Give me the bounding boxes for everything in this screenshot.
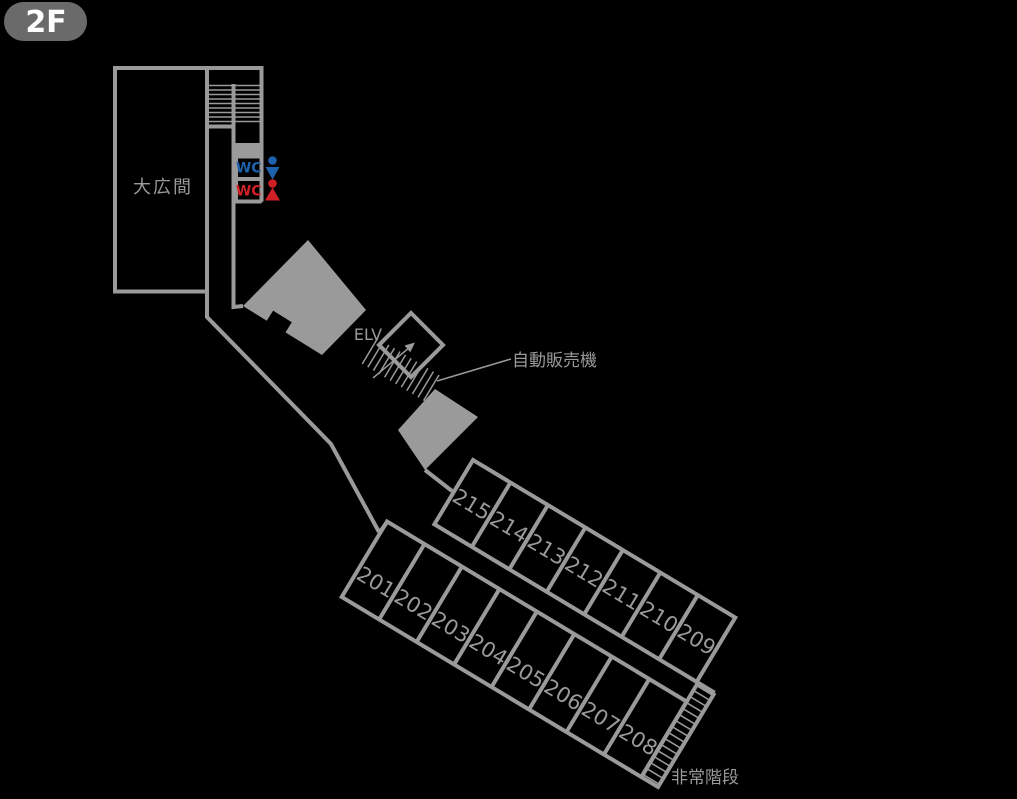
- central-cluster: ELV 自動販売機: [243, 240, 597, 493]
- wc-women-box: [235, 178, 263, 203]
- corridor-right-wall: [231, 84, 244, 310]
- female-icon: [265, 179, 280, 201]
- vending-machine-block: [398, 389, 478, 470]
- vending-machine-leader-line: [436, 358, 512, 382]
- elevator-shaft: [376, 310, 446, 380]
- main-hall-label: 大広間: [133, 177, 193, 198]
- emergency-stairs-label: 非常階段: [671, 768, 739, 788]
- main-hall-outer-wall: [113, 66, 264, 293]
- upper-staircase-treads: [209, 84, 260, 123]
- emergency-staircase-treads: [642, 689, 711, 786]
- room-labels-top: 215 214 213 212 211 210 209: [448, 484, 719, 660]
- machine-room-block: [243, 240, 366, 355]
- restroom-area: WC WC: [234, 143, 280, 203]
- floor-badge: 2F: [4, 2, 87, 41]
- wc-men-label: WC: [236, 161, 262, 177]
- wc-women-label: WC: [236, 184, 262, 200]
- restroom-landing-fill: [234, 143, 262, 156]
- male-icon: [265, 156, 280, 180]
- elevator-label: ELV: [354, 325, 382, 344]
- stair-direction-arrow: [372, 342, 415, 379]
- vending-machine-label: 自動販売機: [512, 351, 597, 371]
- mid-staircase-treads: [361, 337, 440, 402]
- room-band-top: [431, 457, 739, 685]
- corridor-left-wall: [205, 68, 381, 533]
- room-dividers-bottom: [377, 542, 651, 756]
- floor-badge-label: 2F: [25, 5, 66, 40]
- guest-room-wing: 215 214 213 212 211 210 209 201 202 203 …: [338, 457, 739, 790]
- room-dividers-top: [470, 481, 700, 661]
- emergency-staircase: [638, 681, 717, 790]
- floor-badge-pill: [4, 2, 87, 41]
- corridor-link-wall: [423, 468, 454, 493]
